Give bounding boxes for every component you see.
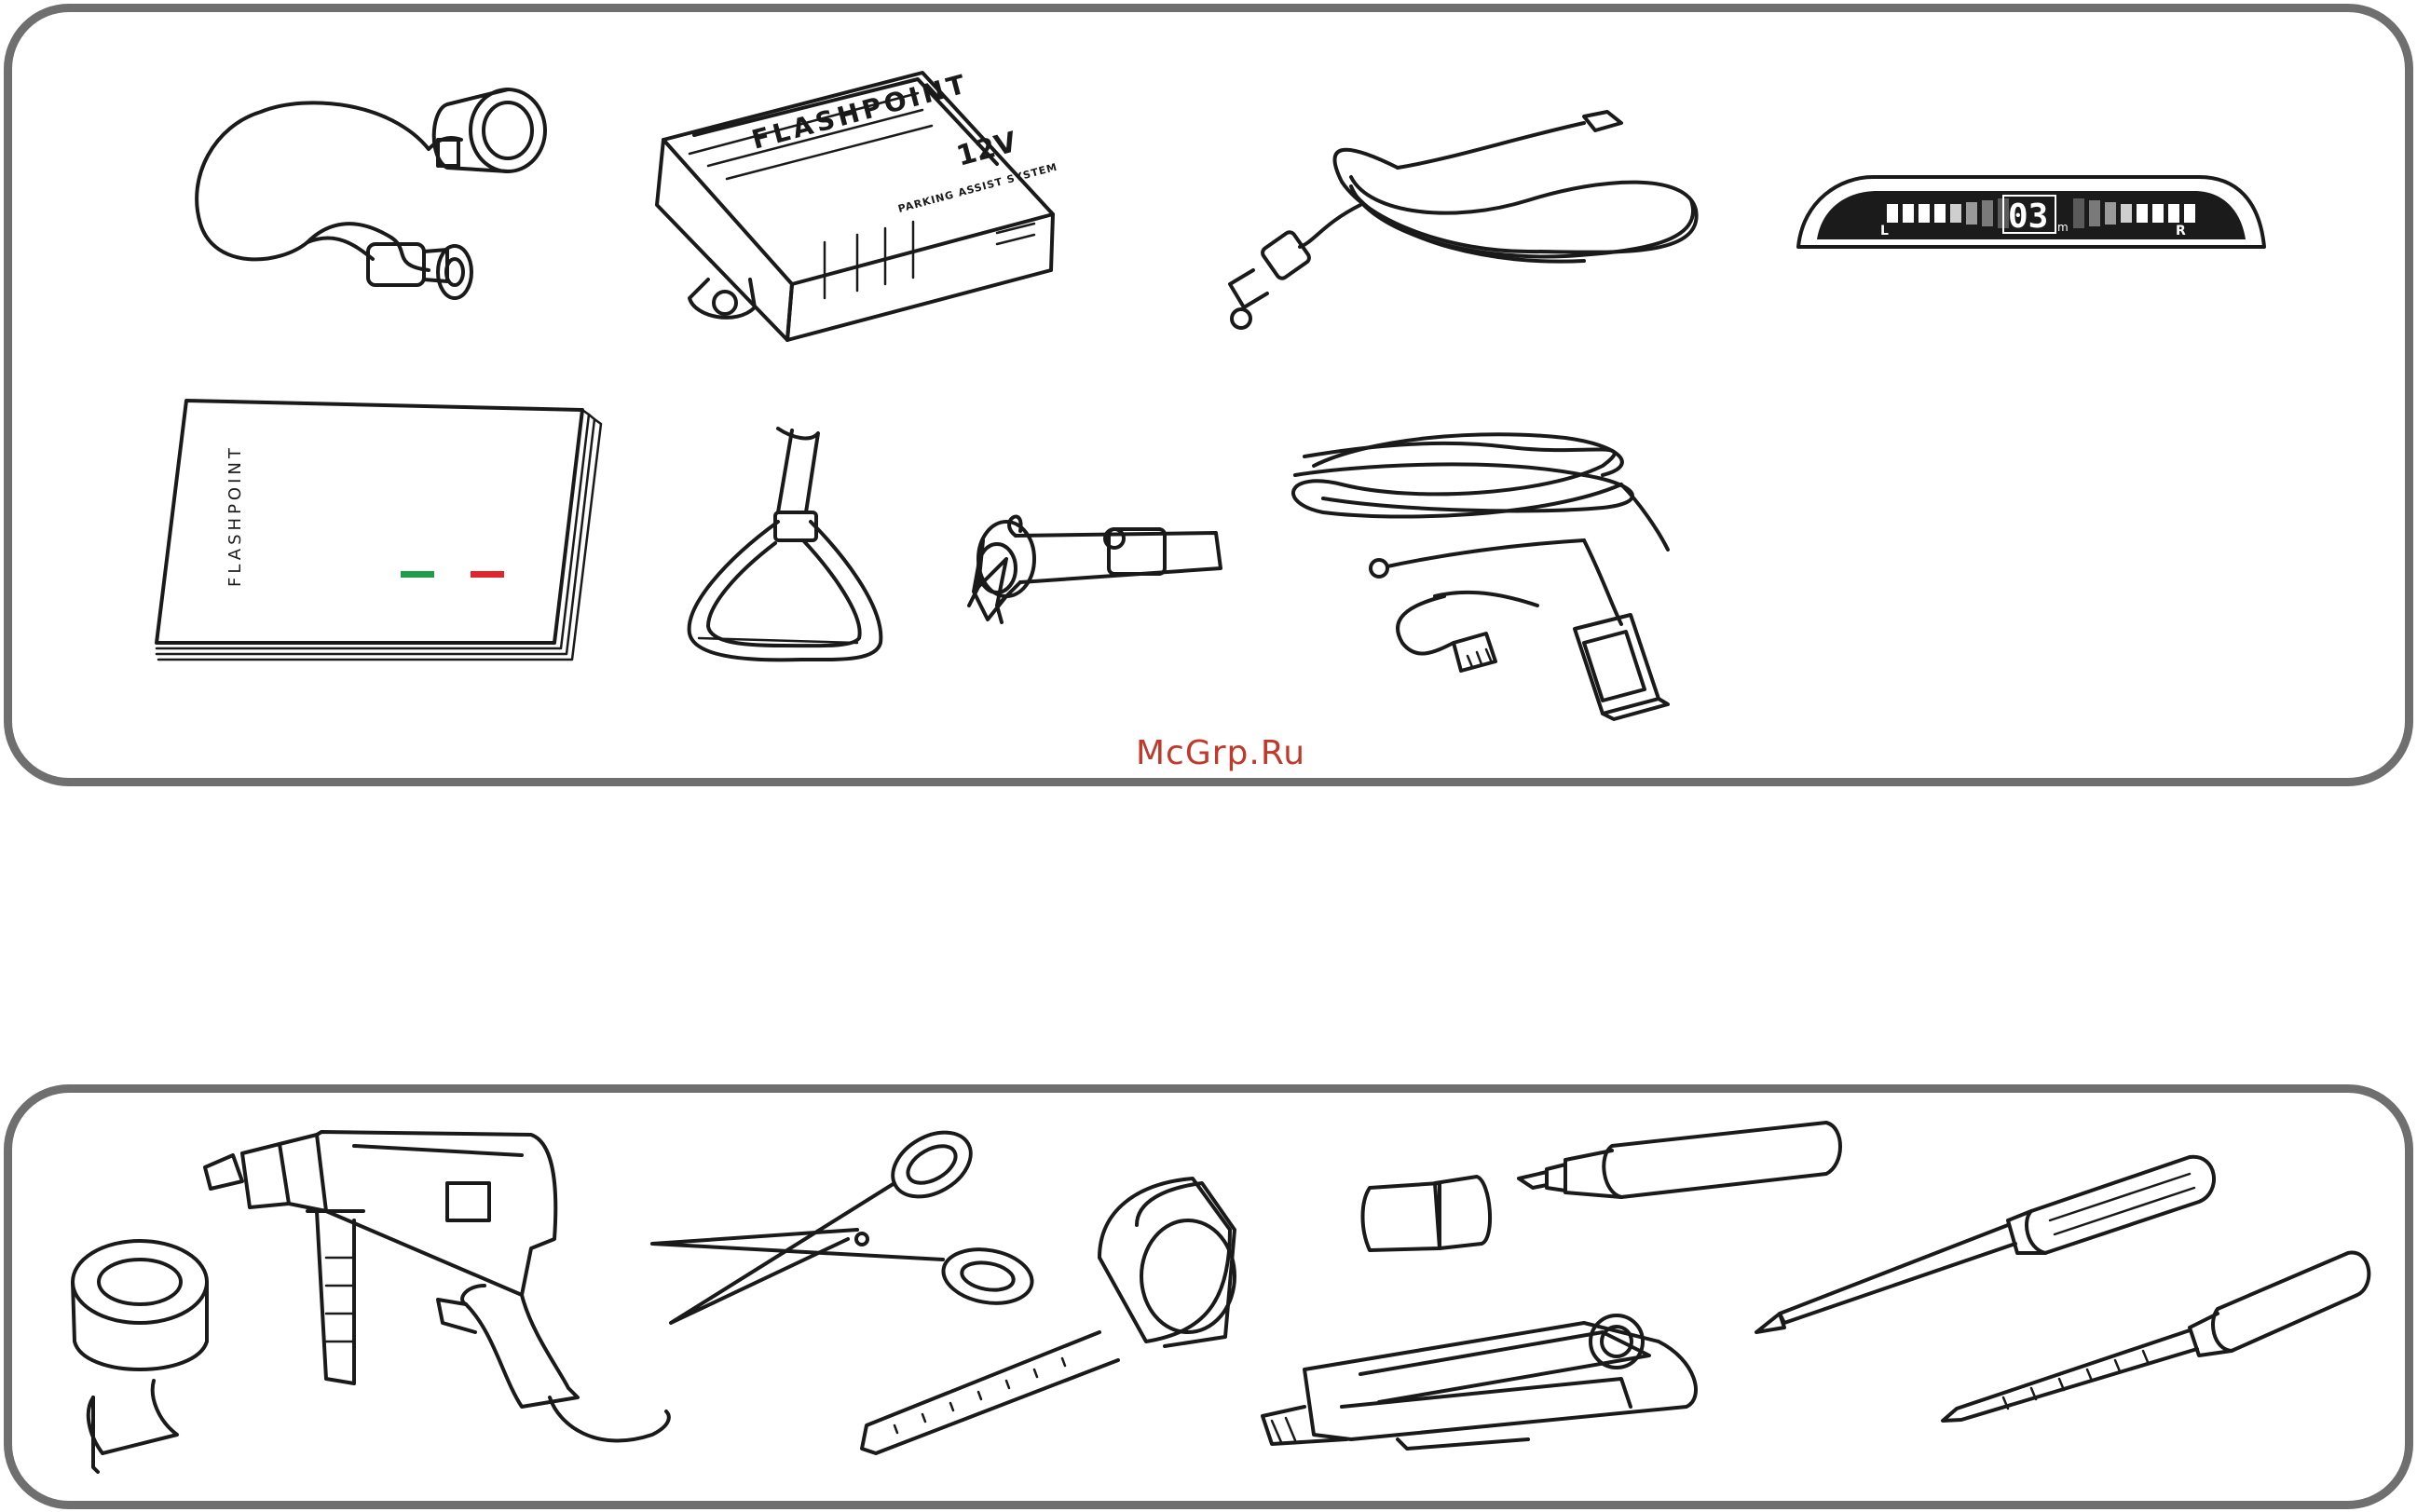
display-unit: m [2057, 221, 2069, 234]
tape-measure-icon [862, 1178, 1235, 1453]
manual-brand: FLASHPOINT [225, 444, 245, 587]
watermark-text: McGrp.Ru [1118, 734, 1323, 772]
insulating-tape-icon [73, 1241, 207, 1472]
phillips-screwdriver-icon [1756, 1157, 2214, 1332]
display-distance: 03 [2008, 198, 2048, 236]
parking-sensor-icon [197, 89, 545, 298]
marker-pen-icon [1363, 1123, 1841, 1250]
flathead-screwdriver-icon [1943, 1253, 2369, 1421]
display-right-label: R [2176, 224, 2186, 238]
wiring-harness-icon [1293, 434, 1668, 719]
extension-cable-icon [1230, 112, 1697, 328]
utility-knife-icon [1263, 1315, 1696, 1449]
display-left-label: L [1880, 224, 1889, 238]
control-unit-icon: FLASHPOINT 12V PARKING ASSIST SYSTEM [657, 68, 1058, 340]
hole-saw-icon [969, 516, 1221, 622]
led-display-icon: 03 m L R [1798, 177, 2264, 247]
power-drill-icon [205, 1132, 669, 1440]
scissors-icon [652, 1120, 1036, 1323]
manual-booklet-icon: FLASHPOINT [157, 401, 601, 660]
control-unit-subtitle: PARKING ASSIST SYSTEM [896, 161, 1058, 215]
cable-tie-icon [690, 429, 881, 660]
